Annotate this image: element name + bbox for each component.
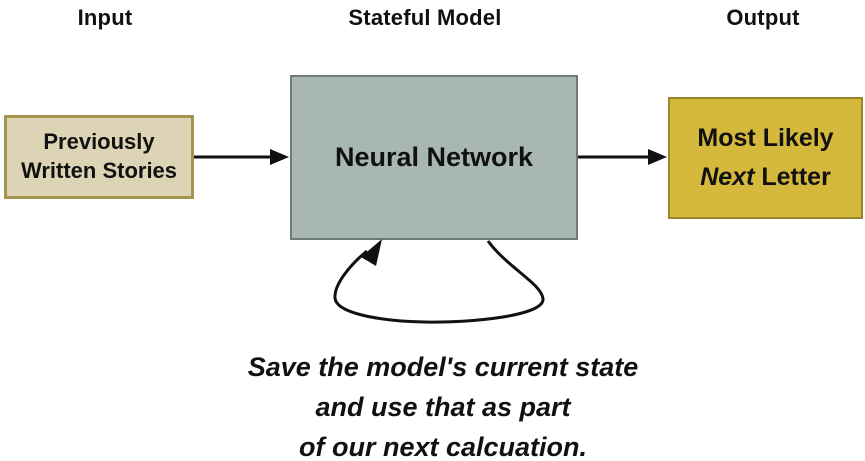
arrow-input-to-model bbox=[194, 149, 289, 165]
recurrent-loop-arrow bbox=[333, 239, 545, 324]
caption-line2: and use that as part bbox=[315, 392, 571, 422]
output-box-line2-italic: Next bbox=[700, 163, 755, 191]
input-box-label: Previously Written Stories bbox=[21, 128, 177, 185]
output-box-line2-rest: Letter bbox=[754, 163, 831, 191]
column-label-input: Input bbox=[77, 5, 133, 30]
input-box-line2: Written Stories bbox=[20, 158, 178, 183]
output-box: Most Likely Next Letter bbox=[668, 97, 863, 219]
neural-network-box: Neural Network bbox=[290, 75, 578, 240]
caption-line3: of our next calcuation. bbox=[298, 432, 588, 461]
caption: Save the model's current state and use t… bbox=[143, 347, 743, 461]
output-box-label: Most Likely Next Letter bbox=[697, 119, 833, 197]
input-box: Previously Written Stories bbox=[4, 115, 194, 199]
input-box-line1: Previously bbox=[43, 129, 155, 155]
output-box-line1: Most Likely bbox=[697, 124, 834, 153]
caption-line1: Save the model's current state bbox=[247, 352, 639, 382]
neural-network-label: Neural Network bbox=[334, 141, 534, 172]
column-label-output: Output bbox=[726, 5, 800, 30]
column-label-stateful-model: Stateful Model bbox=[348, 5, 502, 30]
output-box-line2: Next Letter bbox=[697, 158, 833, 197]
arrow-model-to-output bbox=[578, 149, 667, 165]
